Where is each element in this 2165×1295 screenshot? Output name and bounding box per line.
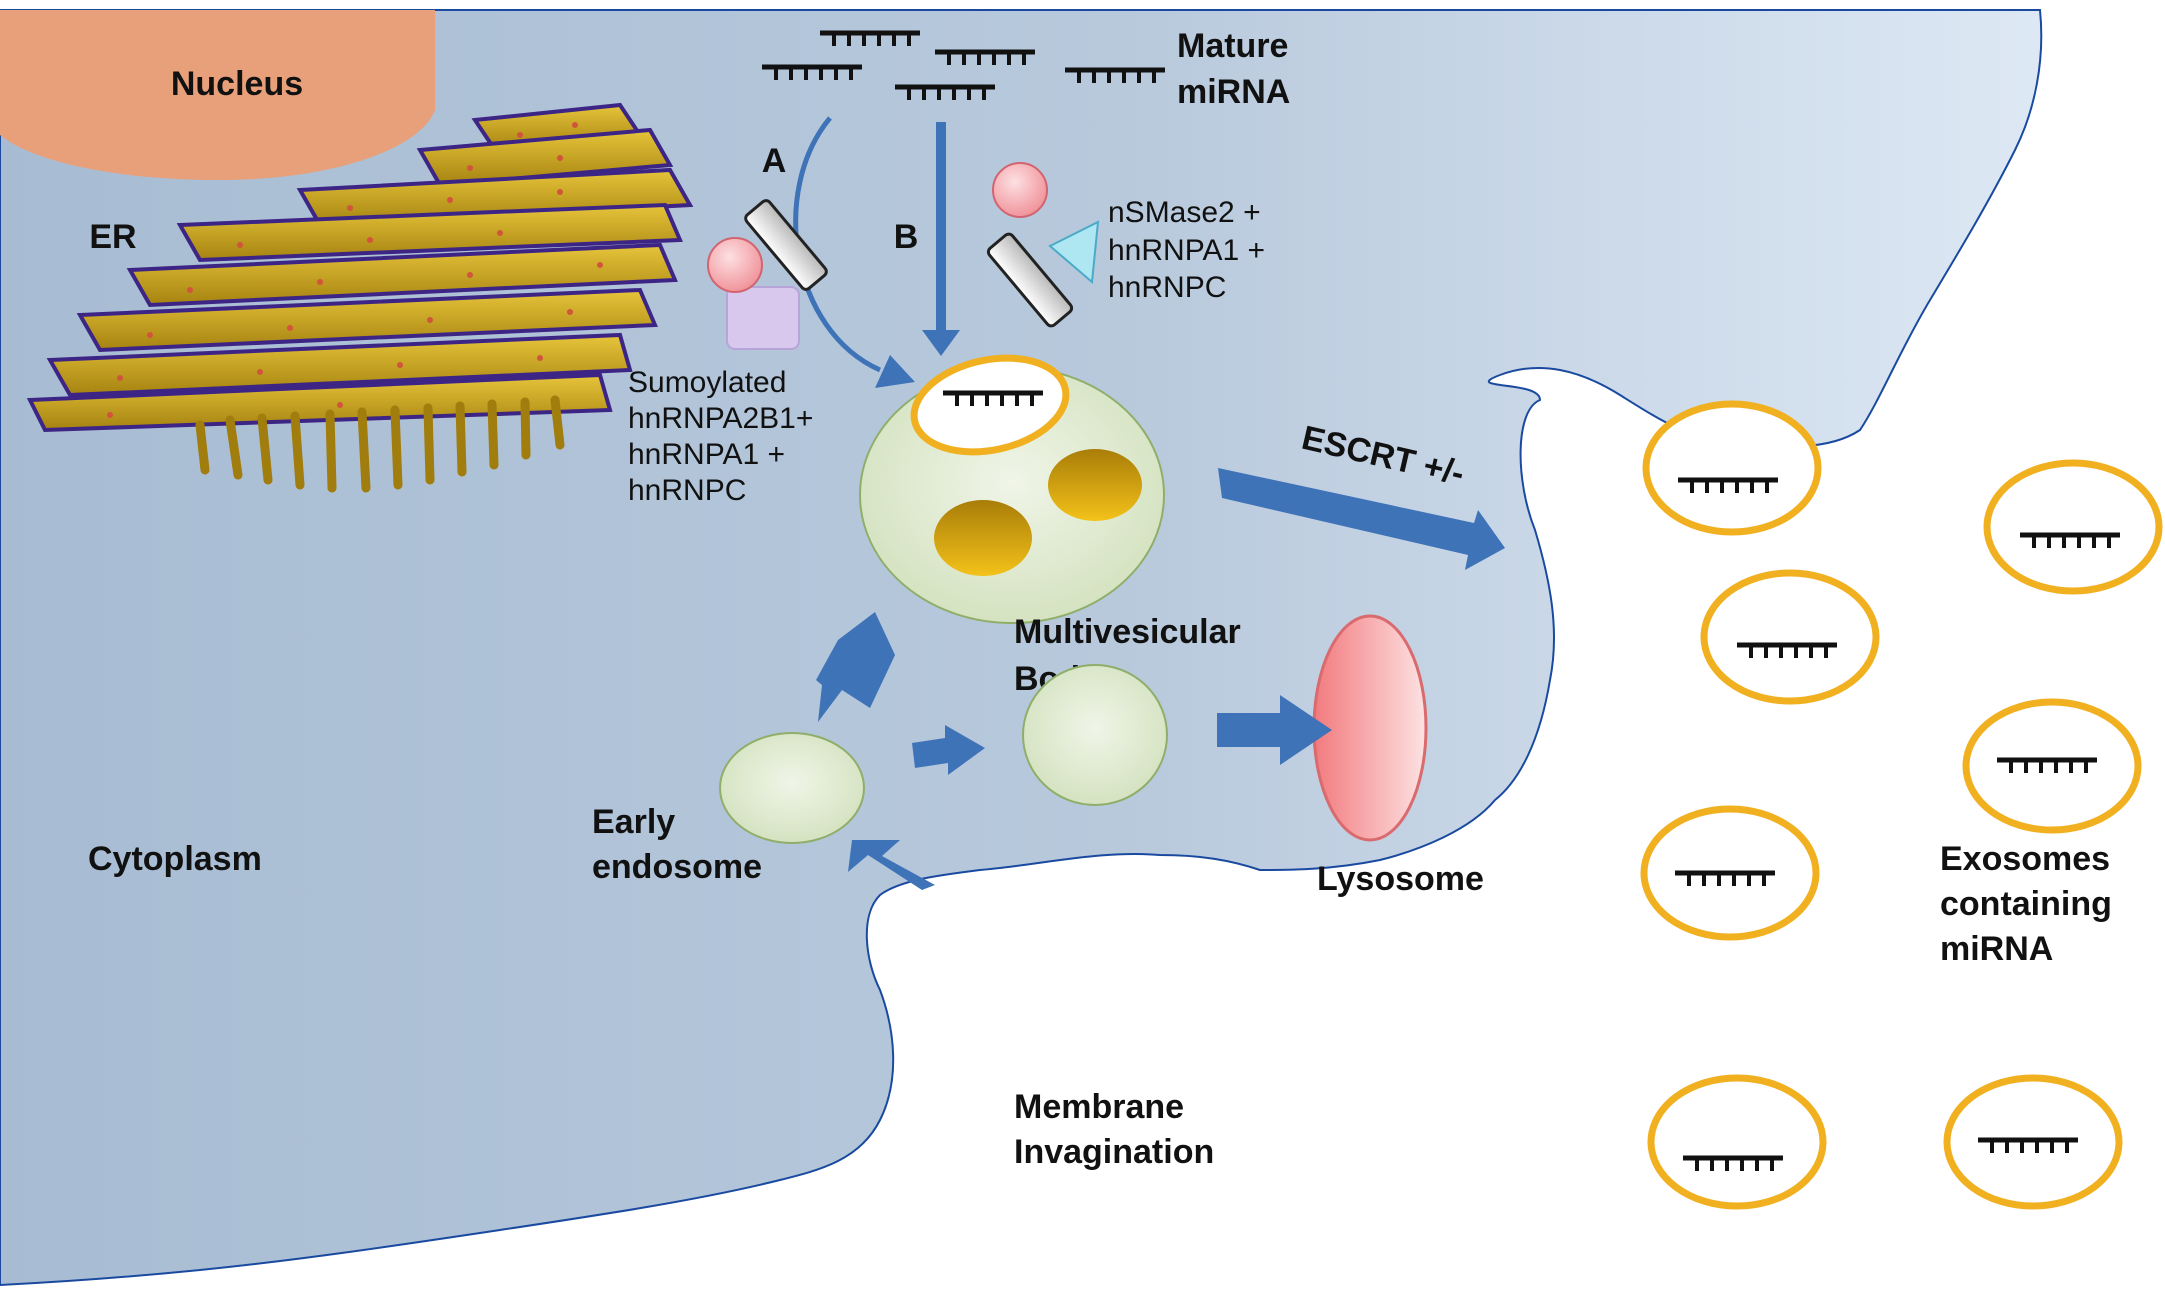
protein-rod-icon	[986, 232, 1074, 328]
protein-rod-icon	[744, 199, 828, 291]
exosome	[1962, 698, 2142, 834]
exosomes-label: Exosomes containing miRNA	[1940, 840, 2121, 968]
er-icon	[26, 102, 694, 493]
nucleus	[0, 10, 435, 180]
exosome	[1700, 569, 1880, 705]
complex-b-label: nSMase2 + hnRNPA1 + hnRNPC	[1108, 196, 1273, 304]
pathway-a-label: A	[762, 142, 787, 180]
complex-b-proteins	[986, 162, 1100, 328]
intraluminal-vesicle	[1048, 449, 1142, 521]
flow-arrows	[816, 612, 1332, 890]
early-endosome	[719, 732, 865, 844]
arrow-mvb-to-lysosome	[1217, 695, 1332, 765]
complex-a-label: Sumoylated hnRNPA2B1+ hnRNPA1 + hnRNPC	[628, 366, 822, 507]
mirna-vesicle	[910, 354, 1070, 456]
exosome	[1943, 1074, 2123, 1210]
exosome	[1642, 400, 1822, 536]
lysosome-label: Lysosome	[1317, 860, 1484, 898]
protein-circle-icon	[992, 162, 1048, 218]
lysosome	[1312, 614, 1428, 842]
arrow-endosome-to-small-mvb	[912, 725, 985, 775]
cytoplasm-label: Cytoplasm	[88, 840, 262, 878]
exosome	[1640, 805, 1820, 941]
exosome	[1983, 459, 2163, 595]
protein-triangle-icon	[1048, 220, 1100, 285]
early-endosome-label: Early endosome	[592, 803, 762, 886]
er-label: ER	[89, 218, 136, 256]
exosome	[1647, 1074, 1827, 1210]
protein-circle-icon	[707, 237, 763, 293]
multivesicular-body-small	[1022, 664, 1168, 806]
protein-square-icon	[726, 286, 800, 350]
arrow-endosome-to-mvb	[816, 612, 895, 722]
mature-mirna-label: Mature miRNA	[1177, 27, 1298, 111]
escrt-arrow	[1218, 468, 1505, 570]
intraluminal-vesicle	[934, 500, 1032, 576]
pathway-b-arrow	[922, 122, 960, 356]
exosomes	[1640, 400, 2163, 1210]
membrane-invagination-label: Membrane Invagination	[1014, 1088, 1214, 1171]
nucleus-label: Nucleus	[171, 65, 303, 103]
pathway-b-label: B	[894, 218, 919, 256]
complex-a-proteins	[707, 199, 828, 350]
arrow-invagination-to-endosome	[848, 840, 935, 890]
multivesicular-body	[859, 354, 1165, 624]
